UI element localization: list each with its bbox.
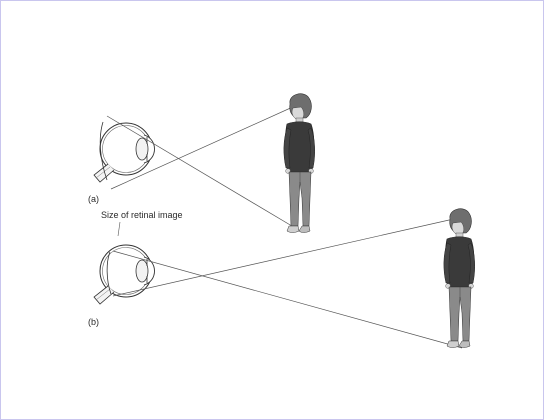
ray-b-top <box>112 217 459 297</box>
person-far-icon <box>443 208 476 348</box>
caption-leader <box>117 221 121 237</box>
ray-a-top <box>110 100 307 190</box>
panel-b-label: (b) <box>88 317 99 327</box>
ray-b-bottom <box>112 250 463 349</box>
retinal-image-a <box>99 121 108 181</box>
panel-b: (b) <box>88 208 476 349</box>
panel-a-label: (a) <box>88 194 99 204</box>
panel-a: (a) <box>88 93 316 233</box>
ray-a-bottom <box>106 115 303 233</box>
retinal-image-caption: Size of retinal image <box>101 210 183 220</box>
person-near-icon <box>283 93 316 233</box>
retinal-image-b <box>106 251 112 295</box>
